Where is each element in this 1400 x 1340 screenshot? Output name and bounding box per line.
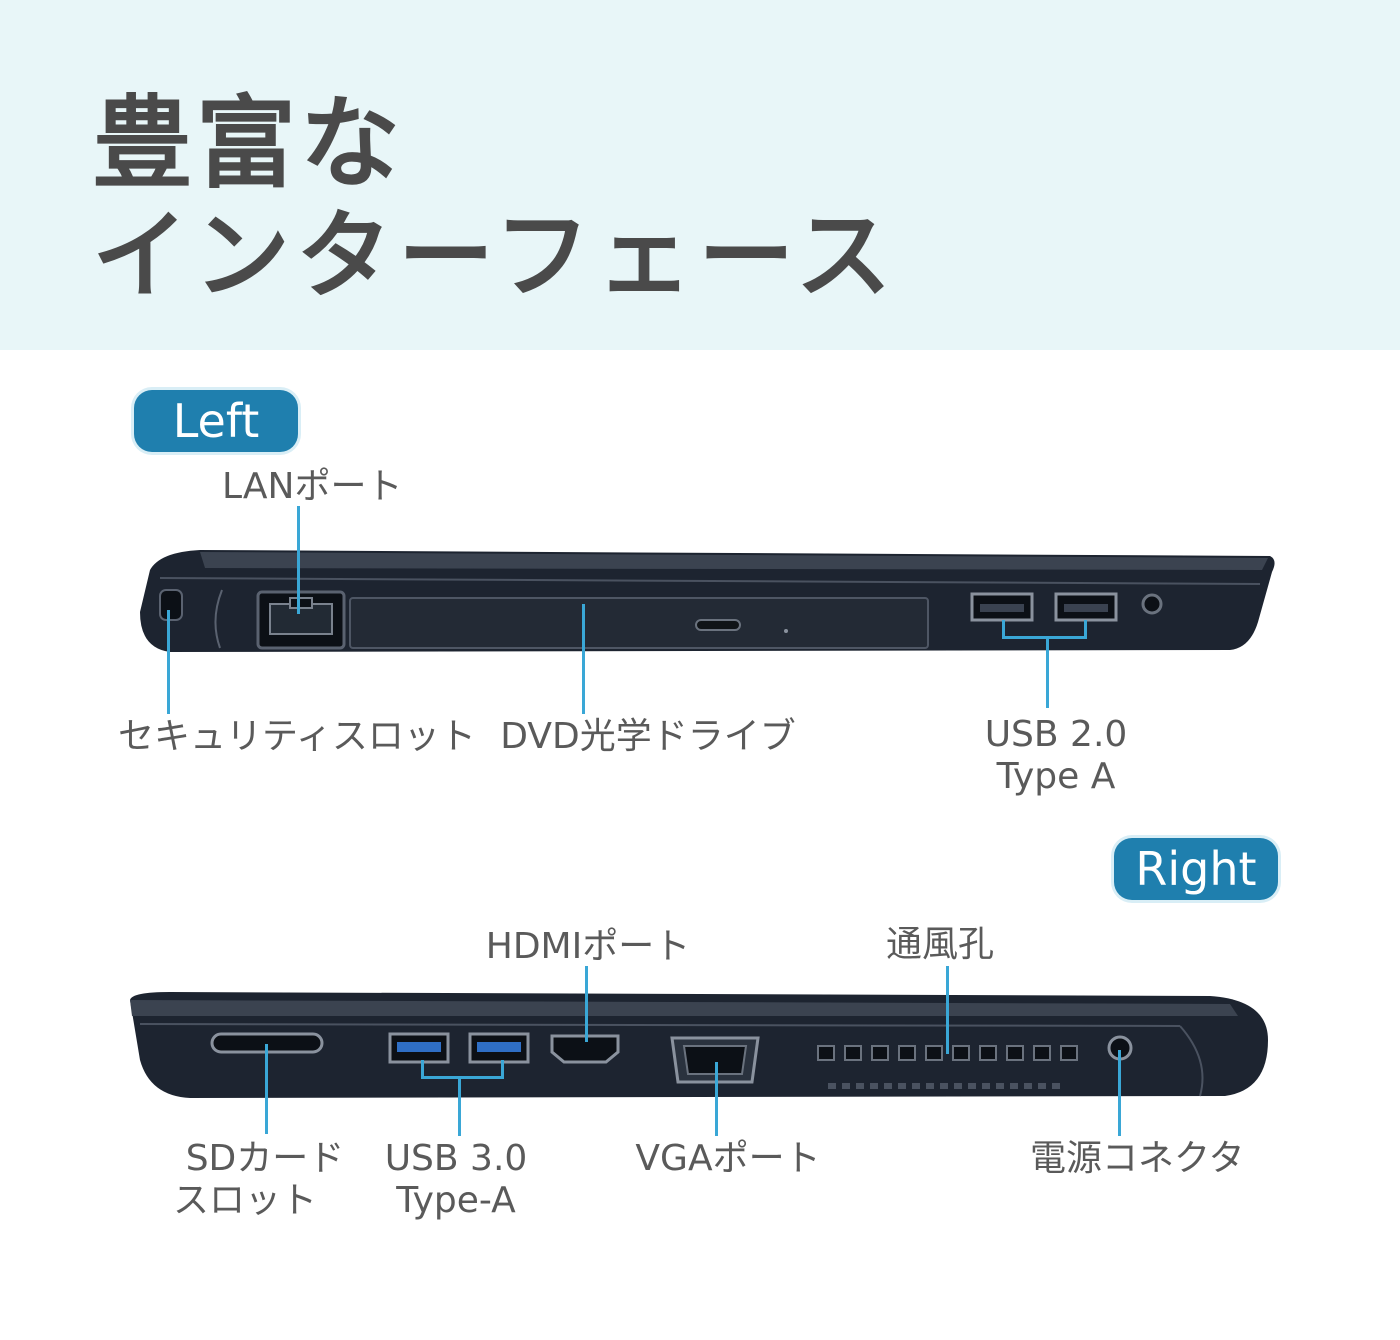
dvd-drive-label: DVD光学ドライブ <box>500 716 796 757</box>
usb2-callout-line-a <box>1002 620 1005 638</box>
left-badge: Left <box>134 390 298 452</box>
usb3-callout-line-b <box>501 1060 504 1078</box>
audio-jack <box>1141 593 1163 615</box>
security-slot <box>159 589 183 621</box>
vent-label: 通風孔 <box>885 924 994 965</box>
sd-label-line-1: SDカード <box>185 1138 345 1179</box>
usb3-callout-line-a <box>421 1060 424 1078</box>
usb3-callout-bridge <box>421 1076 504 1079</box>
ventilation-grille <box>817 1045 1078 1061</box>
usb2-callout-line-b <box>1084 620 1087 638</box>
header-banner: 豊富な インターフェース <box>0 0 1400 350</box>
vga-callout-line <box>715 1062 718 1136</box>
vga-port-label: VGAポート <box>635 1138 821 1179</box>
hdmi-callout-line <box>585 966 588 1042</box>
security-callout-line <box>167 610 170 714</box>
dvd-callout-line <box>582 604 585 714</box>
usb3-label-line-2: Type-A <box>396 1180 516 1221</box>
usb2-ports <box>970 592 1118 622</box>
usb3-label-line-1: USB 3.0 <box>384 1138 528 1179</box>
vent-callout-line <box>946 966 949 1054</box>
vga-port <box>670 1036 760 1084</box>
power-connector-label: 電源コネクタ <box>1030 1138 1245 1179</box>
page-title-line-2: インターフェース <box>92 200 898 312</box>
left-side-laptop <box>140 550 1275 652</box>
hdmi-port <box>550 1034 620 1064</box>
dvd-drive <box>349 597 929 649</box>
lan-port-label: LANポート <box>222 466 403 507</box>
usb2-callout-stem <box>1046 636 1049 708</box>
usb2-label-line-1: USB 2.0 <box>984 714 1128 755</box>
hdmi-port-label: HDMIポート <box>485 926 691 967</box>
lan-port <box>256 590 346 650</box>
lan-callout-line <box>297 506 300 614</box>
right-side-laptop <box>130 992 1268 1098</box>
sd-label-line-2: スロット <box>172 1180 317 1221</box>
usb2-label-line-2: Type A <box>996 756 1116 797</box>
usb2-callout-bridge <box>1002 636 1087 639</box>
page-title-line-1: 豊富な <box>92 85 404 202</box>
right-badge: Right <box>1114 838 1278 900</box>
power-callout-line <box>1118 1050 1121 1136</box>
sd-callout-line <box>265 1044 268 1134</box>
security-slot-label: セキュリティスロット <box>118 716 476 757</box>
usb3-callout-stem <box>458 1076 461 1136</box>
usb3-ports <box>388 1032 530 1064</box>
